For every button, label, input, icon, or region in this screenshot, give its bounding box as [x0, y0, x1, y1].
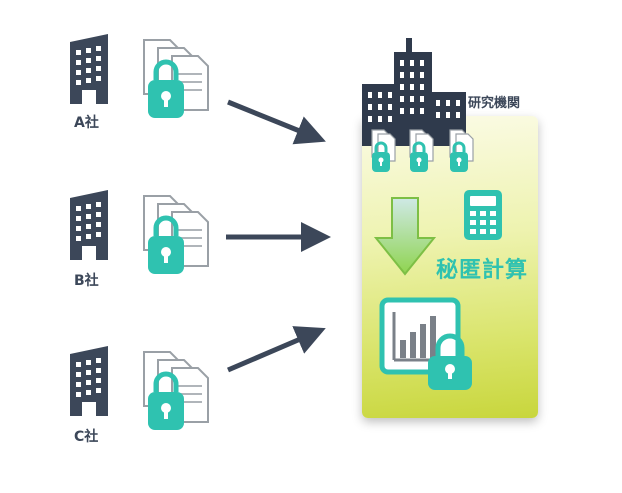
secure-computation-label: 秘匿計算	[436, 258, 529, 283]
company-label: A社	[74, 115, 99, 131]
received-locked-documents-icon	[371, 129, 474, 172]
company-building-icon	[70, 190, 108, 260]
locked-documents-icon	[143, 39, 209, 118]
arrow-a-to-institute	[227, 99, 326, 145]
down-arrow-icon	[374, 197, 436, 276]
company-c-group: C社	[40, 340, 230, 450]
company-b-group: B社	[40, 184, 230, 294]
company-building-icon	[70, 346, 108, 416]
institute-label: 研究機関	[468, 96, 521, 111]
locked-documents-icon	[143, 195, 209, 274]
calculator-icon	[464, 190, 502, 240]
company-building-icon	[70, 34, 108, 104]
company-a-group: A社	[40, 28, 230, 138]
arrow-c-to-institute	[227, 326, 326, 373]
locked-result-chart-icon	[379, 297, 472, 390]
company-label: C社	[74, 429, 99, 445]
company-label: B社	[74, 273, 99, 289]
locked-documents-icon	[143, 351, 209, 430]
